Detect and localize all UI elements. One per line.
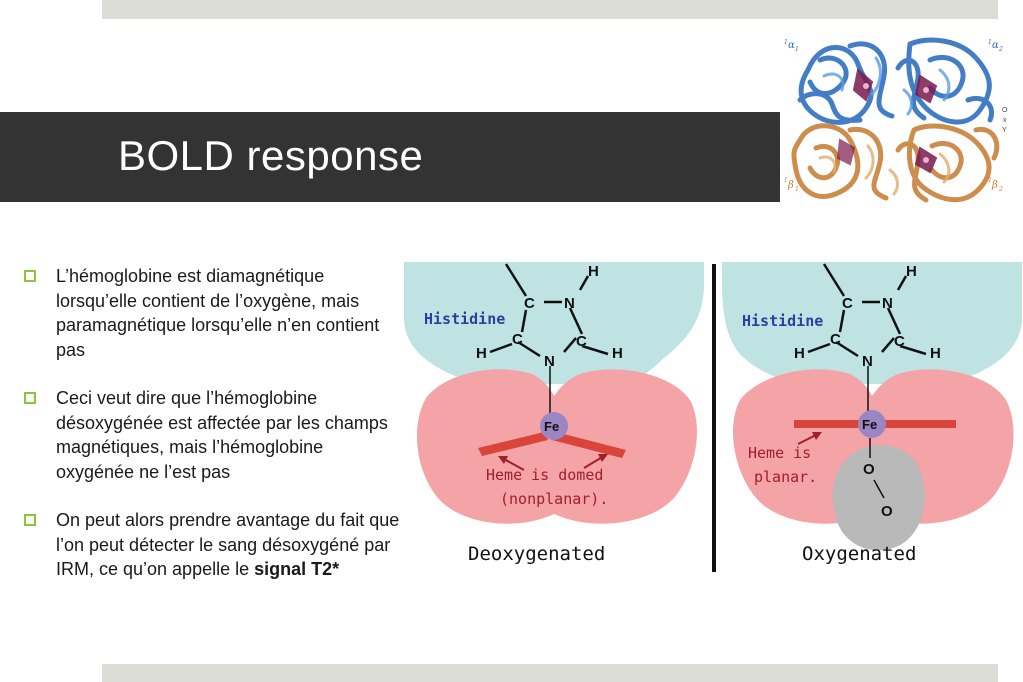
atom-n1-right: N: [882, 295, 893, 312]
bullet-text: On peut alors prendre avantage du fait q…: [56, 510, 400, 579]
deoxygenated-panel: C N H H C N C H Histidine Fe Heme is dom…: [404, 262, 704, 565]
histidine-bonds-right: [807, 263, 927, 499]
beta1-sup: 1: [784, 177, 788, 184]
atom-n2-left: N: [544, 353, 555, 370]
atom-h3-left: H: [612, 345, 623, 362]
deoxygenated-label: Deoxygenated: [468, 543, 605, 565]
bullet-text-bold: signal T2*: [254, 559, 340, 579]
atom-c3-left: C: [576, 333, 587, 350]
bottom-decorative-bar: [102, 664, 998, 682]
alpha2-label: α: [992, 40, 999, 51]
heme-groups: [836, 68, 938, 174]
beta2-sub: 2: [998, 186, 1003, 193]
bullet-list: L’hémoglobine est diamagnétique lorsqu’e…: [22, 264, 402, 606]
alpha-chain-ribbons: [797, 37, 994, 125]
beta2-label: β: [991, 180, 998, 191]
heme-bar-left-b: [552, 432, 626, 458]
histidine-bonds-left: [489, 263, 609, 418]
bullet-text: Ceci veut dire que l’hémoglobine désoxyg…: [56, 388, 388, 482]
atom-n2-right: N: [862, 353, 873, 370]
histidine-label-left: Histidine: [424, 310, 505, 328]
atom-h2-left: H: [476, 345, 487, 362]
heme-region-left: [416, 369, 697, 524]
bullet-item: On peut alors prendre avantage du fait q…: [22, 508, 402, 582]
fe-atom-right: [858, 410, 886, 438]
top-decorative-bar: [102, 0, 998, 19]
caption-left-line1: Heme is domed: [486, 466, 603, 484]
atom-c1-left: C: [524, 295, 535, 312]
bullet-text: L’hémoglobine est diamagnétique lorsqu’e…: [56, 266, 380, 360]
oxygen-atom-2: O: [881, 503, 893, 520]
histidine-label-right: Histidine: [742, 312, 823, 330]
arrow-right: [797, 432, 822, 445]
square-bullet-icon: [24, 270, 36, 282]
heme-bar-left-a: [478, 432, 548, 456]
oxygenated-label: Oxygenated: [802, 543, 916, 565]
caption-left-line2: (nonplanar).: [500, 490, 608, 508]
bullet-item: L’hémoglobine est diamagnétique lorsqu’e…: [22, 264, 402, 362]
oxy-letter-x: x: [1003, 117, 1007, 124]
protein-region-right: [722, 262, 1022, 384]
oxy-letter-o: O: [1002, 107, 1008, 114]
protein-region-left: [404, 262, 704, 384]
atom-h1-left: H: [588, 263, 599, 280]
caption-right-line1: Heme is: [748, 444, 811, 462]
alpha1-sub: 1: [795, 46, 799, 53]
hemoglobin-structure-image: 1 α 1 1 α 2 1 β 1 1 β 2 O x Y: [784, 37, 1008, 203]
fe-label-right: Fe: [862, 417, 877, 432]
atom-h2-right: H: [794, 345, 805, 362]
slide-title: BOLD response: [118, 132, 424, 179]
alpha1-sup: 1: [784, 39, 788, 46]
oxygen-molecule-region: [832, 445, 925, 551]
beta1-sub: 1: [795, 186, 799, 193]
atom-h1-right: H: [906, 263, 917, 280]
beta2-sup: 1: [988, 177, 992, 184]
fe-label-left: Fe: [544, 419, 559, 434]
bullet-item: Ceci veut dire que l’hémoglobine désoxyg…: [22, 386, 402, 484]
atom-c2-right: C: [830, 331, 841, 348]
oxygen-atom-1: O: [863, 461, 875, 478]
oxy-letter-y: Y: [1002, 127, 1007, 134]
square-bullet-icon: [24, 514, 36, 526]
atom-h3-right: H: [930, 345, 941, 362]
alpha1-label: α: [788, 40, 795, 51]
square-bullet-icon: [24, 392, 36, 404]
arrows-left: [498, 454, 608, 471]
fe-atom-left: [540, 412, 568, 440]
beta-chain-ribbons-light: [818, 144, 951, 196]
atom-c1-right: C: [842, 295, 853, 312]
alpha2-sup: 1: [988, 39, 992, 46]
alpha2-sub: 2: [998, 46, 1003, 53]
oxygenated-panel: C N H H C N C H O O Histidine Fe Heme is…: [722, 262, 1022, 565]
atom-c3-right: C: [894, 333, 905, 350]
beta1-label: β: [787, 180, 794, 191]
alpha-chain-ribbons-light: [822, 56, 951, 116]
caption-right-line2: planar.: [754, 468, 817, 486]
atom-c2-left: C: [512, 331, 523, 348]
heme-comparison-diagram: C N H H C N C H Histidine Fe Heme is dom…: [404, 262, 1022, 572]
atom-n1-left: N: [564, 295, 575, 312]
title-band: [0, 112, 780, 202]
